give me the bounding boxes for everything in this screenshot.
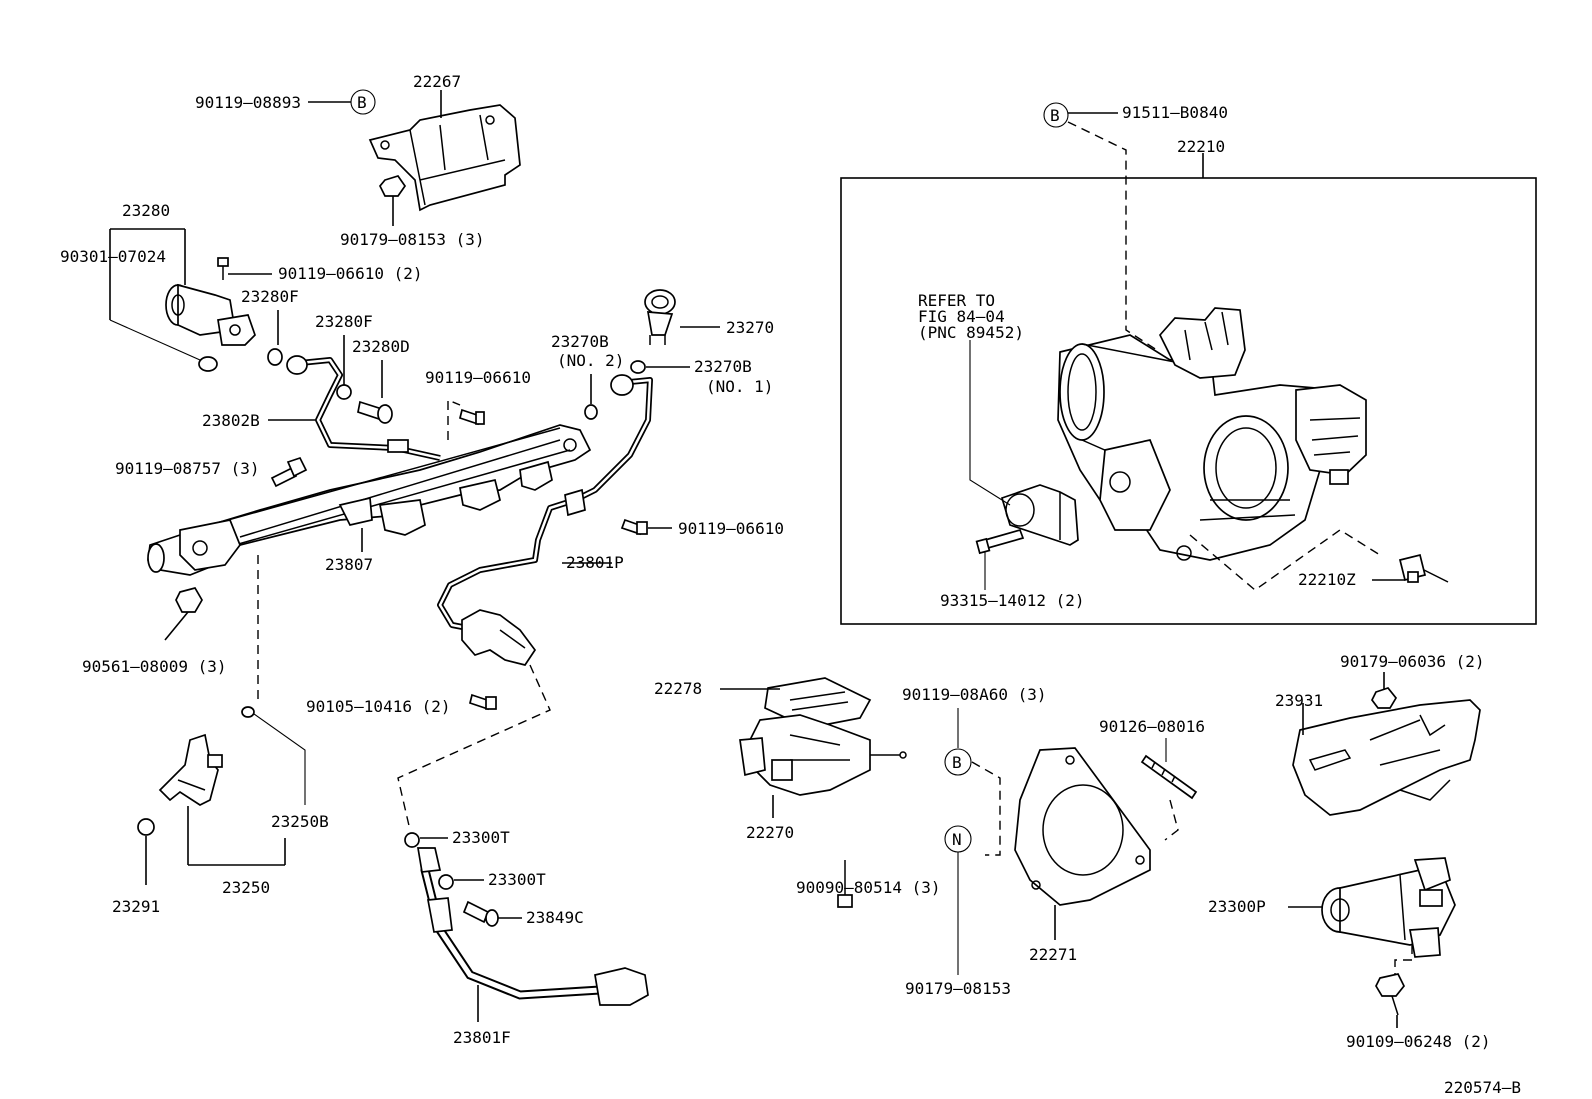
label-22270: 22270 [746, 823, 794, 842]
bolt-90105-10416-2 [468, 693, 497, 711]
label-90119-08757-3: 90119–08757 (3) [115, 459, 260, 478]
label-90301-07024: 90301–07024 [60, 247, 166, 266]
gasket-23300t-a [404, 832, 420, 848]
label-23270b-b-sub: (NO. 1) [706, 377, 773, 396]
label-90119-06610-2: 90119–06610 (2) [278, 264, 423, 283]
label-23300t-b: 23300T [488, 870, 546, 889]
svg-text:B: B [357, 93, 367, 112]
marker-n: N [944, 825, 972, 853]
bracket-22267 [368, 104, 521, 212]
label-90126-08016: 90126–08016 [1099, 717, 1205, 736]
bolt-23849c [462, 900, 499, 927]
svg-text:B: B [952, 753, 962, 772]
label-90119-08a60-3: 90119–08A60 (3) [902, 685, 1047, 704]
figure-id: 220574–B [1444, 1078, 1521, 1097]
label-90119-06610-b: 90119–06610 [678, 519, 784, 538]
marker-b-top-left: B [350, 89, 376, 115]
label-23270b-b: 23270B [694, 357, 752, 376]
valve-23300p [1321, 857, 1456, 958]
bolt-90119-06610-a [458, 408, 485, 426]
bolt-90119-06610-2 [217, 257, 229, 280]
marker-b-middle: B [944, 748, 972, 776]
label-23280: 23280 [122, 201, 170, 220]
screw-93315 [975, 528, 1025, 555]
pipe-23801p [437, 374, 653, 666]
label-90119-06610-a: 90119–06610 [425, 368, 531, 387]
label-23250b: 23250B [271, 812, 329, 831]
label-90119-08893: 90119–08893 [195, 93, 301, 112]
bolt-23280d [357, 400, 393, 424]
throttle-position-sensor [1000, 484, 1079, 546]
gasket-23270b-no2 [584, 404, 598, 420]
o-ring-23280f-b [336, 384, 352, 400]
label-22278: 22278 [654, 679, 702, 698]
injector-23250 [158, 733, 223, 806]
throttle-body-assembly [1057, 307, 1367, 561]
label-23250: 23250 [222, 878, 270, 897]
fuel-rail-23807 [147, 424, 592, 576]
label-23270: 23270 [726, 318, 774, 337]
label-23801f: 23801F [453, 1028, 511, 1047]
pipe-23802b [286, 355, 441, 461]
label-90109-06248-2: 90109–06248 (2) [1346, 1032, 1491, 1051]
label-90179-06036-2: 90179–06036 (2) [1340, 652, 1485, 671]
label-23270b-a-sub: (NO. 2) [557, 351, 624, 370]
label-23280f-a: 23280F [241, 287, 299, 306]
note-line2: FIG 84–04 [918, 307, 1005, 326]
svg-text:B: B [1050, 106, 1060, 125]
bolt-90109-06248-2 [1375, 973, 1406, 1016]
bolt-90119-06610-b [620, 518, 648, 536]
label-23280d: 23280D [352, 337, 410, 356]
label-23300p: 23300P [1208, 897, 1266, 916]
damper-23270 [644, 289, 676, 345]
label-23291: 23291 [112, 897, 160, 916]
seal-23291 [137, 818, 155, 836]
gasket-23300t-b [438, 874, 454, 890]
label-22210z: 22210Z [1298, 570, 1356, 589]
gasket-22271 [1014, 747, 1151, 906]
label-91511-b0840: 91511–B0840 [1122, 103, 1228, 122]
label-90179-08153-3: 90179–08153 (3) [340, 230, 485, 249]
screw-90090-80514-3 [837, 860, 853, 908]
heat-shield-23931 [1292, 699, 1481, 816]
stud-90126-08016 [1140, 754, 1198, 800]
label-23931: 23931 [1275, 691, 1323, 710]
label-90090-80514-3: 90090–80514 (3) [796, 878, 941, 897]
o-ring-23280f-a [267, 348, 283, 366]
plug-90561-08009-3 [175, 587, 203, 613]
label-23849c: 23849C [526, 908, 584, 927]
label-90179-08153: 90179–08153 [905, 979, 1011, 998]
note-line3: (PNC 89452) [918, 323, 1024, 342]
bolt-90119-08757-3 [270, 456, 308, 488]
marker-b-top-right: B [1043, 102, 1069, 128]
nut-90179-06036-2 [1371, 687, 1398, 709]
label-22271: 22271 [1029, 945, 1077, 964]
label-90561-08009-3: 90561–08009 (3) [82, 657, 227, 676]
sensor-22210z [1398, 553, 1449, 583]
throttle-body-frame [840, 177, 1537, 625]
hose-23801f [416, 847, 649, 1006]
label-90105-10416-2: 90105–10416 (2) [306, 697, 451, 716]
nut-90179-08153-3 [378, 175, 407, 197]
label-23807: 23807 [325, 555, 373, 574]
label-22267: 22267 [413, 72, 461, 91]
label-23280f-b: 23280F [315, 312, 373, 331]
label-23300t-a: 23300T [452, 828, 510, 847]
o-ring-90301-07024 [198, 356, 218, 372]
label-23802b: 23802B [202, 411, 260, 430]
note-line1: REFER TO [918, 291, 995, 310]
label-23801p: 23801P [566, 553, 624, 572]
label-93315-14012-2: 93315–14012 (2) [940, 591, 1085, 610]
o-ring-23250b [241, 706, 255, 718]
label-22210: 22210 [1177, 137, 1225, 156]
gasket-23270b-no1 [630, 360, 646, 374]
label-23270b-a: 23270B [551, 332, 609, 351]
svg-text:N: N [952, 830, 962, 849]
idle-air-control-valve-22270 [739, 714, 907, 796]
pressure-regulator-23280 [165, 283, 256, 346]
